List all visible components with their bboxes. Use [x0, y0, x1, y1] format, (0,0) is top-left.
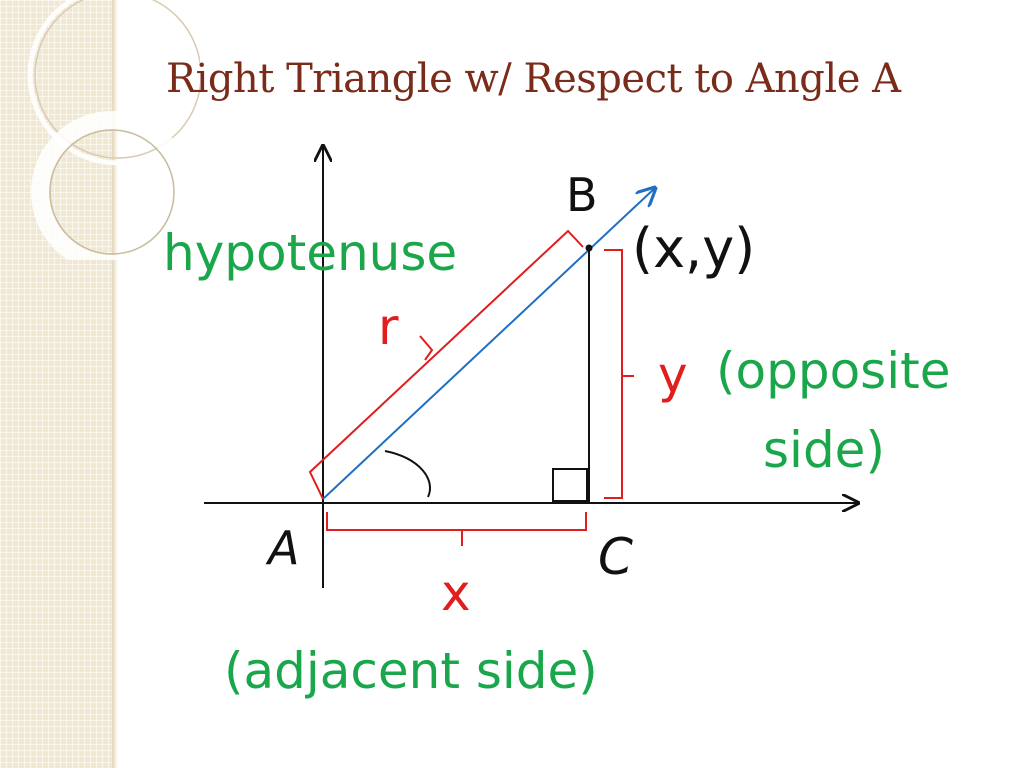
y-label: y — [658, 346, 688, 404]
opposite-brace — [604, 249, 623, 499]
decorative-ring-small-shadow — [49, 129, 175, 255]
x-label: x — [441, 564, 471, 622]
decorative-ring-large-shadow — [34, 0, 200, 159]
hypotenuse-brace — [308, 229, 584, 500]
point-b-label: B — [566, 168, 598, 222]
sidebar-divider — [112, 0, 118, 768]
hypotenuse-brace-tip — [419, 335, 434, 361]
hypotenuse-label: hypotenuse — [163, 224, 458, 282]
point-b-dot — [585, 244, 593, 252]
terminal-ray — [322, 188, 655, 500]
right-angle-marker — [552, 468, 588, 502]
opposite-label-line1: (opposite — [716, 342, 951, 400]
opposite-label-line2: side) — [763, 421, 885, 479]
angle-a-arc — [384, 450, 431, 498]
adjacent-label: (adjacent side) — [224, 642, 598, 700]
point-c-label: C — [598, 528, 633, 586]
coordinates-label: (x,y) — [632, 217, 756, 280]
adjacent-brace — [326, 512, 587, 531]
decorative-rings — [27, 0, 200, 260]
point-a-label: A — [268, 521, 300, 575]
decorative-ring-large — [27, 0, 200, 166]
decorative-ring-small — [31, 111, 193, 260]
r-label: r — [378, 298, 399, 356]
slide-title: Right Triangle w/ Respect to Angle A — [166, 56, 901, 102]
